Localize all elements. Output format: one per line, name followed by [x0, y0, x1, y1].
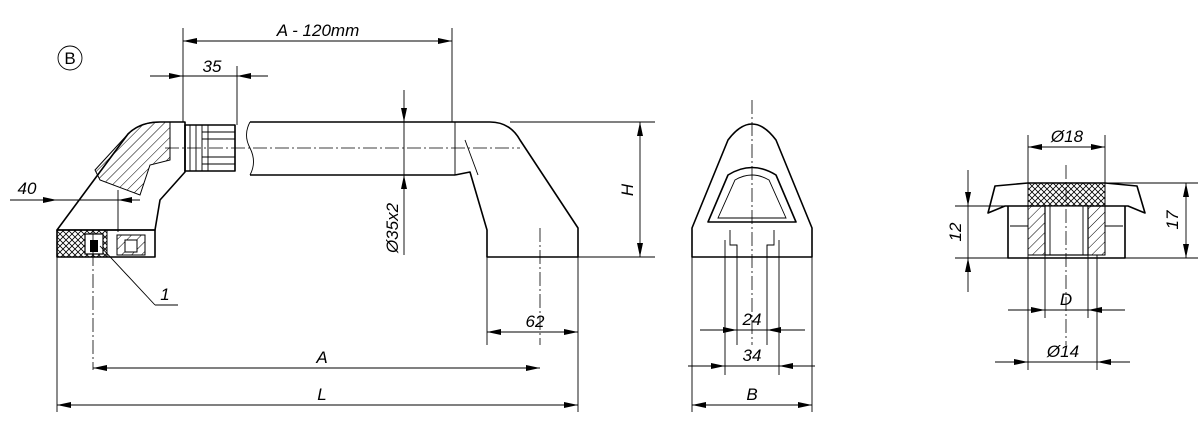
tube-break-left — [246, 121, 254, 176]
end-view-inner-cutout — [707, 166, 797, 223]
cap-body-hatch-left — [1027, 205, 1046, 256]
dim-label-b: B — [746, 385, 757, 404]
cap-body-hatch-right — [1087, 205, 1106, 256]
dim-label-40: 40 — [18, 179, 37, 198]
tube-end-cap — [184, 124, 236, 172]
dim-label-17: 17 — [1163, 210, 1182, 229]
dim-label-a: A — [315, 348, 327, 367]
dim-label-12: 12 — [946, 222, 965, 241]
dim-label-a-minus-120: A - 120mm — [276, 21, 360, 40]
dim-label-h: H — [618, 183, 637, 196]
cap-bore — [1044, 205, 1089, 256]
left-leg-section-hatch — [94, 121, 171, 196]
callout-label-1: 1 — [160, 285, 169, 304]
dim-label-d14: Ø14 — [1046, 342, 1079, 361]
right-leg-outline — [454, 121, 579, 258]
dim-label-tube-dia: Ø35x2 — [383, 202, 402, 254]
right-leg-inner-line — [464, 139, 479, 176]
dim-label-l: L — [317, 385, 326, 404]
end-view: 24 34 B — [688, 100, 815, 412]
end-view-inner-ring — [717, 174, 787, 219]
callout-leader-1 — [99, 245, 156, 306]
left-foot-pocket-inner — [90, 240, 98, 252]
dim-label-d18: Ø18 — [1050, 127, 1084, 146]
dim-label-62: 62 — [526, 312, 545, 331]
side-view: B — [10, 21, 655, 412]
detail-marker-b: B — [57, 45, 83, 71]
dim-label-35: 35 — [203, 57, 222, 76]
dim-label-24: 24 — [742, 310, 762, 329]
detail-marker-label: B — [64, 49, 75, 68]
cap-thread — [1049, 205, 1084, 256]
dim-label-34: 34 — [743, 346, 762, 365]
end-view-outline — [691, 123, 813, 258]
cap-body — [1007, 206, 1126, 259]
dim-label-d: D — [1060, 290, 1072, 309]
detail-b-view: Ø18 12 17 D Ø14 — [946, 127, 1198, 370]
left-foot-side-pocket-inner — [124, 239, 138, 253]
cap-flange-hatch — [1027, 182, 1106, 207]
